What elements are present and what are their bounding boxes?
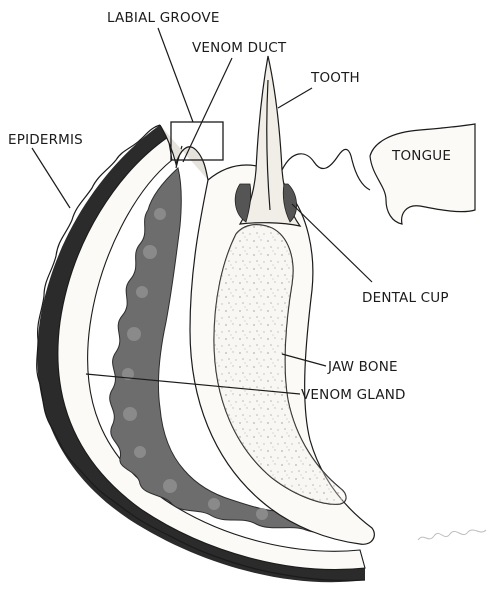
gum-tissue <box>282 149 370 190</box>
label-tongue: TONGUE <box>391 148 451 164</box>
label-jaw-bone: JAW BONE <box>327 359 398 375</box>
leader-tooth <box>278 88 312 108</box>
artist-signature <box>418 530 486 540</box>
leader-labial-groove <box>158 28 193 122</box>
leader-epidermis <box>32 148 70 208</box>
label-tooth: TOOTH <box>310 70 360 86</box>
label-labial-groove: LABIAL GROOVE <box>107 10 220 26</box>
label-epidermis: EPIDERMIS <box>8 132 83 148</box>
label-venom-gland: VENOM GLAND <box>301 387 406 403</box>
label-venom-duct: VENOM DUCT <box>192 40 287 56</box>
leader-venom-duct <box>183 58 232 162</box>
label-dental-cup: DENTAL CUP <box>362 290 449 306</box>
tongue-shape <box>370 124 475 224</box>
